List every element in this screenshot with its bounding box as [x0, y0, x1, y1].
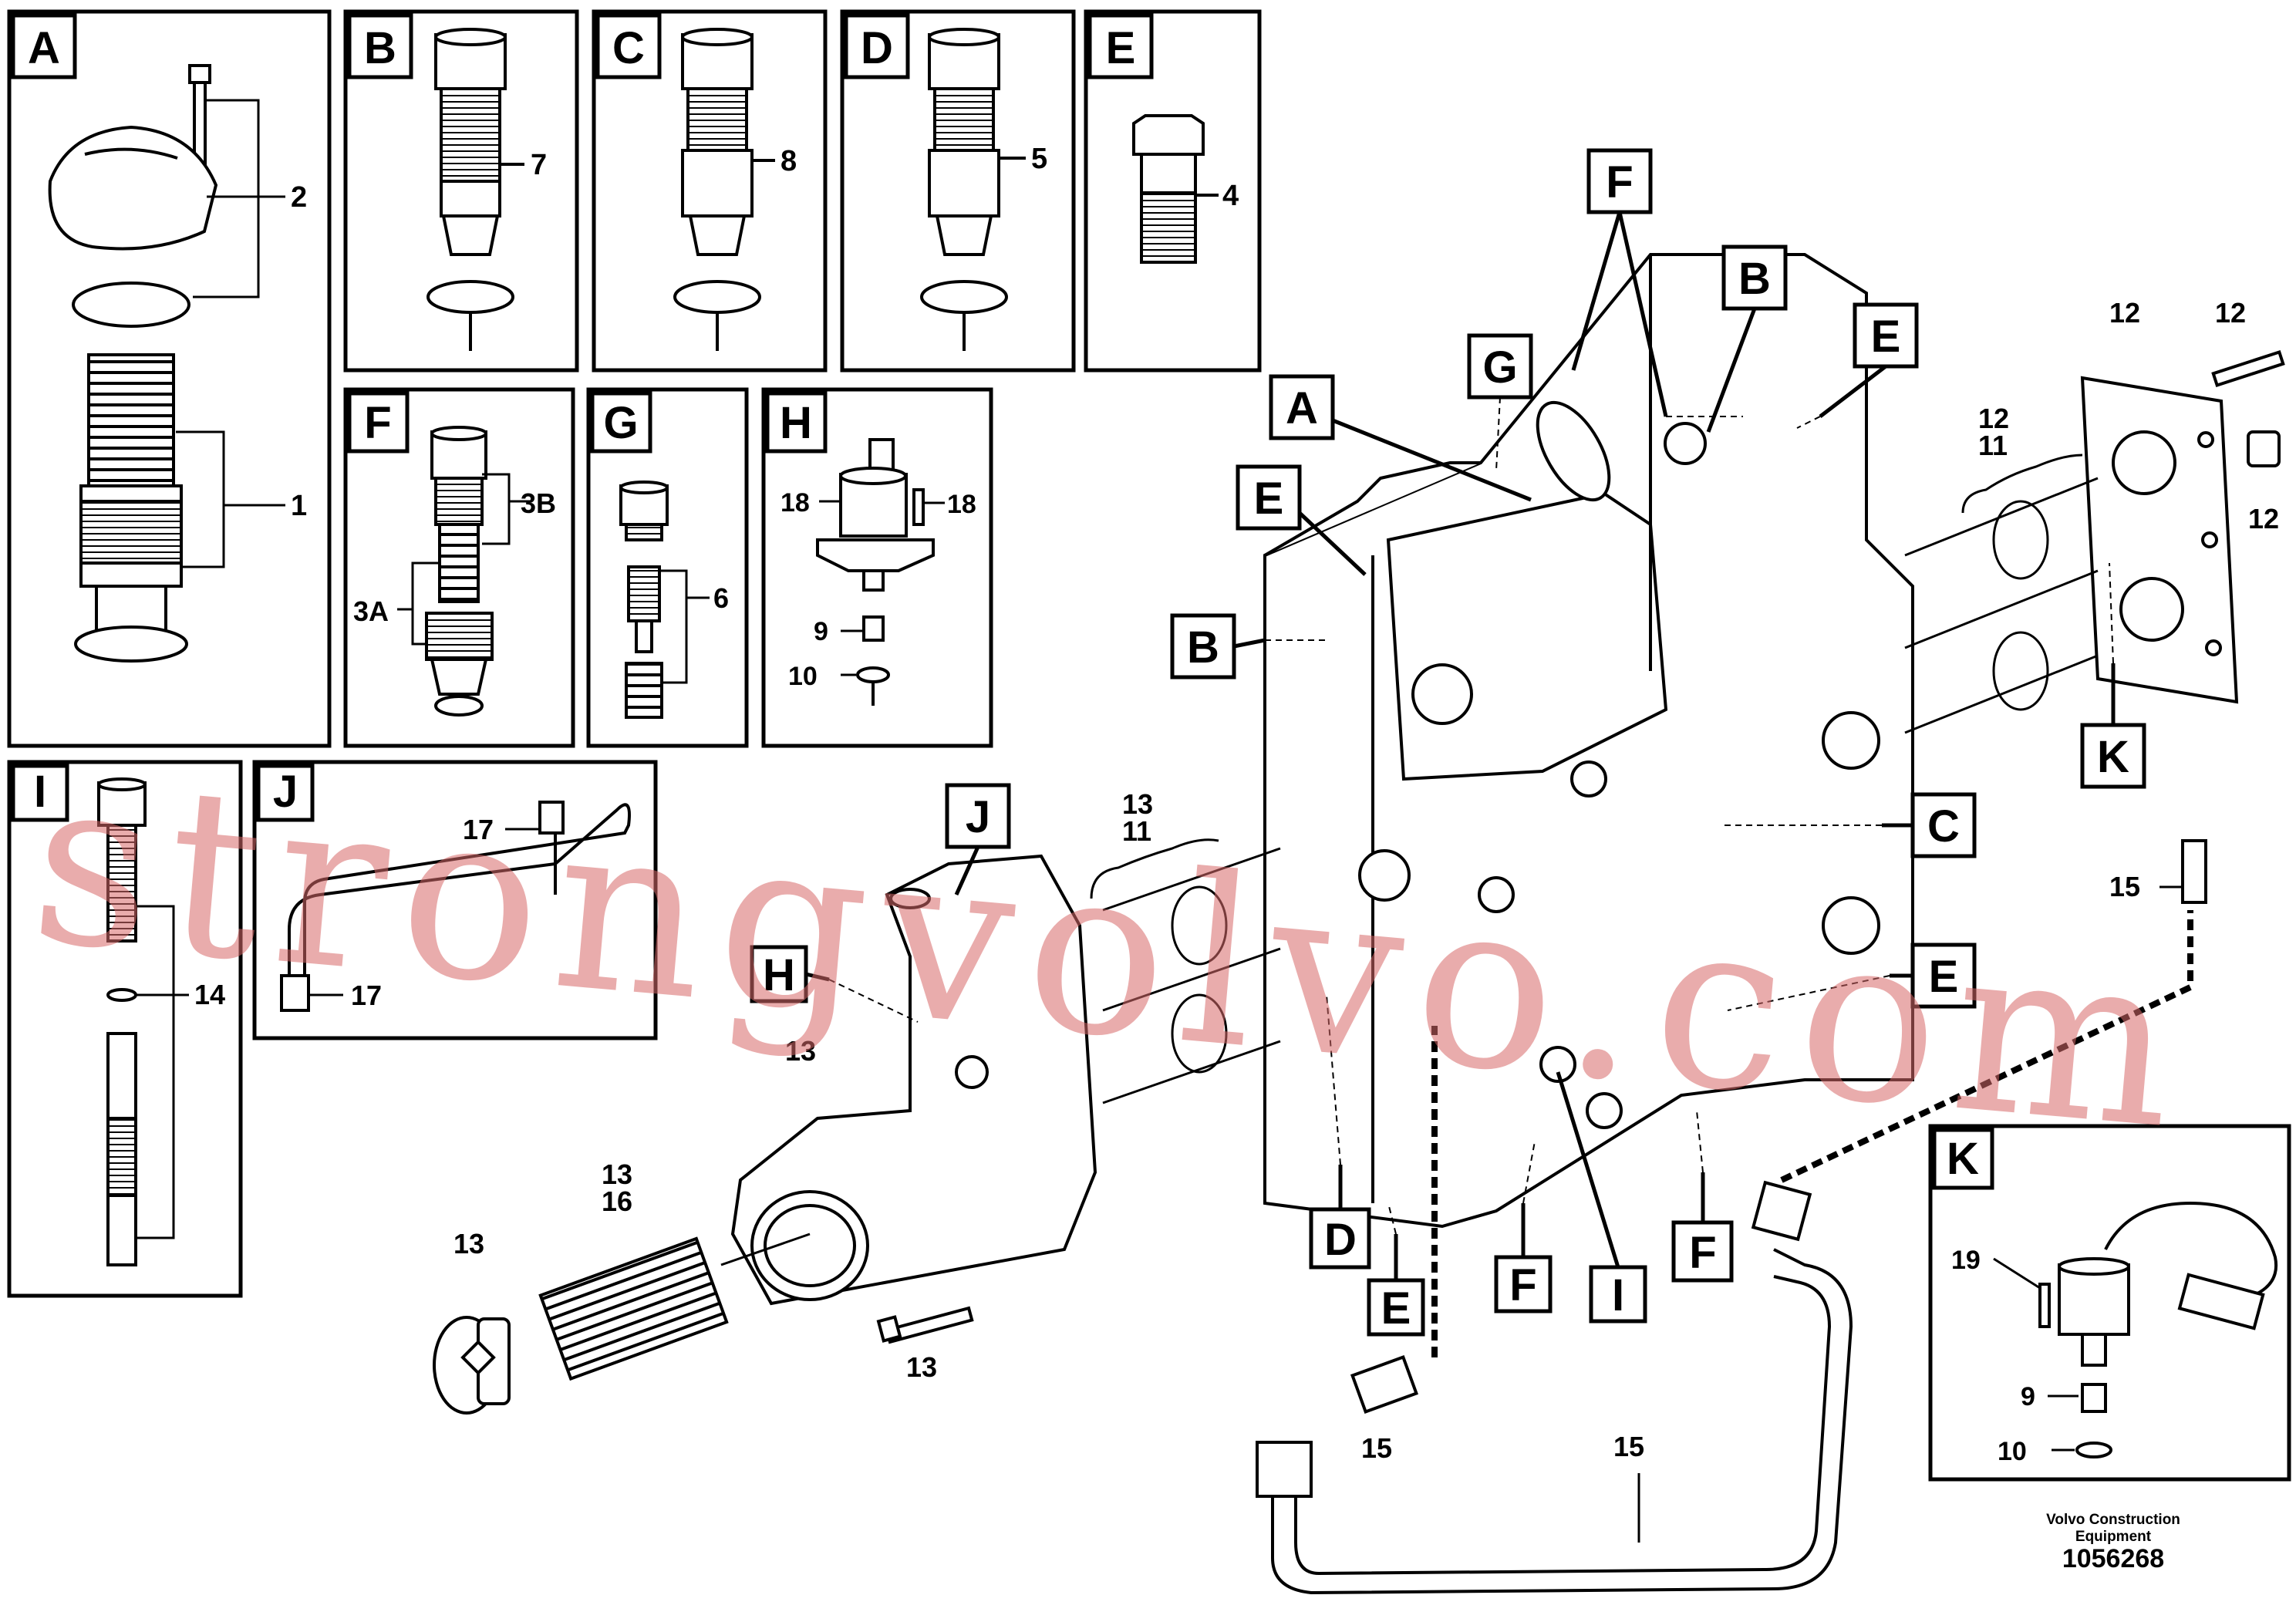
panel-a-frame [7, 9, 332, 748]
callout-k: K [2097, 732, 2129, 782]
label-8: 8 [781, 145, 797, 177]
panel-letter-e: E [1106, 23, 1136, 73]
label-3b: 3B [521, 487, 556, 519]
label-15-fitting: 15 [1361, 1432, 1392, 1464]
panel-b-parts [426, 28, 524, 351]
panel-letter-h: H [780, 398, 812, 448]
o-rings-right [1904, 477, 2099, 734]
panel-d-parts [920, 28, 1026, 351]
label-6: 6 [713, 582, 729, 614]
end-cover [730, 854, 1097, 1306]
label-18-left: 18 [781, 488, 810, 518]
panel-e-frame [1084, 9, 1262, 373]
label-16: 16 [602, 1185, 632, 1217]
panel-letter-i: I [34, 767, 46, 817]
panel-h-parts [816, 438, 935, 706]
panel-b-frame [343, 9, 579, 373]
callout-j: J [966, 792, 990, 842]
label-4: 4 [1222, 180, 1239, 212]
label-14: 14 [194, 979, 225, 1010]
panel-f-parts [425, 426, 494, 717]
panel-letter-c: C [612, 23, 645, 73]
callout-g: G [1482, 342, 1517, 393]
panel-c-frame [592, 9, 828, 373]
panel-letter-j: J [273, 767, 298, 817]
o-rings-left [1102, 847, 1281, 1104]
label-3a: 3A [353, 595, 389, 627]
footer: Volvo Construction Equipment 1056268 [1974, 1512, 2252, 1573]
callout-f-bottom-left: F [1509, 1260, 1536, 1310]
callout-e-bottom: E [1381, 1283, 1411, 1334]
callout-e-left: E [1254, 474, 1284, 524]
label-17-bottom: 17 [351, 980, 382, 1011]
label-13-plug: 13 [453, 1228, 484, 1259]
label-9-panel-h: 9 [814, 617, 828, 646]
callout-d: D [1324, 1215, 1357, 1265]
panel-letter-g: G [603, 398, 638, 448]
label-10-panel-h: 10 [788, 662, 818, 691]
label-12-plate: 12 [2109, 297, 2140, 329]
label-5: 5 [1031, 143, 1047, 175]
callout-e-top: E [1871, 312, 1901, 362]
panel-k-parts [2038, 1201, 2278, 1458]
panel-letter-f: F [364, 398, 391, 448]
callout-b-left: B [1187, 622, 1219, 673]
callout-b-top: B [1738, 254, 1771, 304]
callout-h: H [763, 950, 795, 1000]
label-9-panel-k: 9 [2021, 1382, 2035, 1411]
label-12-bolt: 12 [2215, 297, 2246, 329]
panel-k-frame [1928, 1124, 2291, 1482]
label-13-spring: 13 [602, 1158, 632, 1190]
callout-i: I [1612, 1270, 1624, 1320]
label-13-orings: 13 [1122, 788, 1153, 820]
panel-g-frame [586, 387, 749, 748]
panel-letter-d: D [861, 23, 893, 73]
main-valve-block [1263, 253, 1914, 1229]
plug-and-spring [433, 1236, 729, 1415]
panel-j-frame [252, 760, 658, 1040]
panel-i-parts [97, 777, 147, 1266]
label-17-top: 17 [463, 814, 494, 845]
label-18-right: 18 [947, 490, 976, 519]
label-15-tube: 15 [1613, 1431, 1644, 1462]
label-15-right: 15 [2109, 871, 2140, 902]
panel-c-parts [673, 28, 775, 351]
cover-bolt [2211, 349, 2285, 467]
label-13-cover: 13 [785, 1035, 816, 1067]
drawing-number: 1056268 [2062, 1544, 2165, 1573]
callout-e-right: E [1929, 952, 1959, 1002]
label-12-orings: 12 [1978, 403, 2009, 434]
label-11-orings-right: 11 [1978, 430, 2008, 461]
label-11-orings-left: 11 [1122, 815, 1151, 847]
footer-line2: Equipment [2075, 1529, 2152, 1545]
bolt-13 [876, 1306, 974, 1344]
panel-g-parts [619, 481, 669, 719]
label-10-panel-k: 10 [1998, 1437, 2027, 1466]
panel-d-frame [840, 9, 1076, 373]
callout-f-bottom-right: F [1689, 1228, 1716, 1278]
callout-a: A [1286, 383, 1318, 433]
panel-letter-a: A [28, 23, 60, 73]
panel-f-frame [343, 387, 575, 748]
panel-letter-k: K [1947, 1134, 1979, 1184]
callout-f-top: F [1606, 157, 1633, 207]
label-12-plug: 12 [2248, 503, 2279, 534]
panel-e-parts [1132, 114, 1219, 264]
callout-c: C [1927, 801, 1960, 851]
panel-h-frame [761, 387, 993, 748]
label-19: 19 [1951, 1246, 1981, 1275]
panel-j-parts [280, 801, 631, 1012]
tube-15 [1256, 839, 2207, 1595]
label-7: 7 [531, 149, 547, 181]
label-1: 1 [291, 490, 307, 522]
panel-a-parts [48, 64, 218, 663]
label-13-bolt: 13 [906, 1351, 937, 1383]
panel-letter-b: B [364, 23, 396, 73]
footer-line1: Volvo Construction [2046, 1512, 2180, 1528]
label-2: 2 [291, 181, 307, 214]
cover-plate [2080, 376, 2239, 704]
panel-i-frame [7, 760, 243, 1298]
